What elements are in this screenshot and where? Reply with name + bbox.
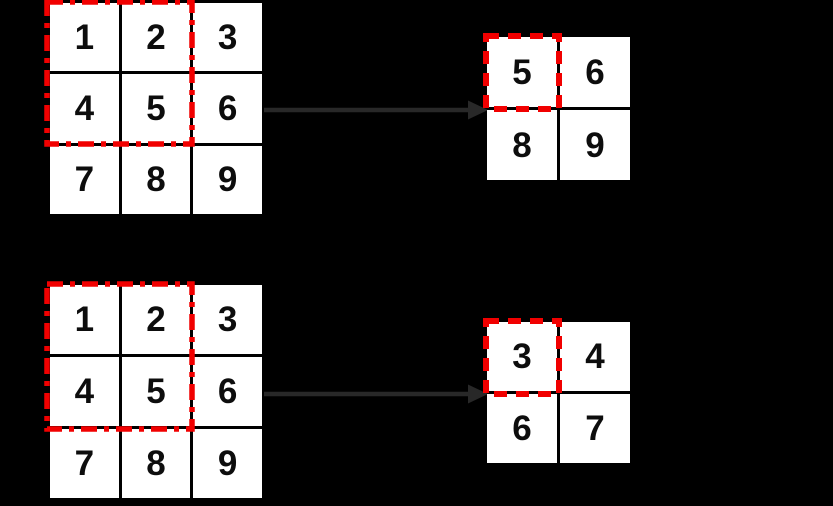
grid-cell: 6 [193,74,262,143]
grid-cell: 8 [487,110,557,180]
grid-cell: 4 [50,357,119,426]
grid-cell: 5 [121,357,191,426]
grid-cell: 7 [50,429,119,498]
output-grid-bottom: 3 4 6 7 [487,322,630,463]
grid-cell: 9 [560,110,630,180]
grid-cell: 5 [121,74,191,143]
grid-cell: 2 [121,3,191,72]
grid-cell: 3 [487,322,557,391]
grid-cell: 6 [560,37,630,107]
grid-cell: 8 [121,429,191,498]
grid-cell: 7 [50,145,119,214]
grid-cell: 3 [193,3,262,72]
grid-cell: 9 [193,145,262,214]
grid-cell: 2 [121,285,191,354]
grid-cell: 4 [50,74,119,143]
arrow-right-icon [264,384,488,404]
output-grid-top: 5 6 8 9 [487,37,630,180]
input-grid-bottom: 1 2 3 4 5 6 7 8 9 [50,285,262,498]
grid-cell: 3 [193,285,262,354]
grid-cell: 4 [560,322,630,391]
grid-cell: 7 [560,394,630,463]
grid-cell: 6 [487,394,557,463]
grid-cell: 8 [121,145,191,214]
arrow-right-icon [264,100,488,120]
input-grid-top: 1 2 3 4 5 6 7 8 9 [50,3,262,214]
grid-cell: 5 [487,37,557,107]
grid-cell: 9 [193,429,262,498]
grid-cell: 6 [193,357,262,426]
grid-cell: 1 [50,285,119,354]
grid-cell: 1 [50,3,119,72]
